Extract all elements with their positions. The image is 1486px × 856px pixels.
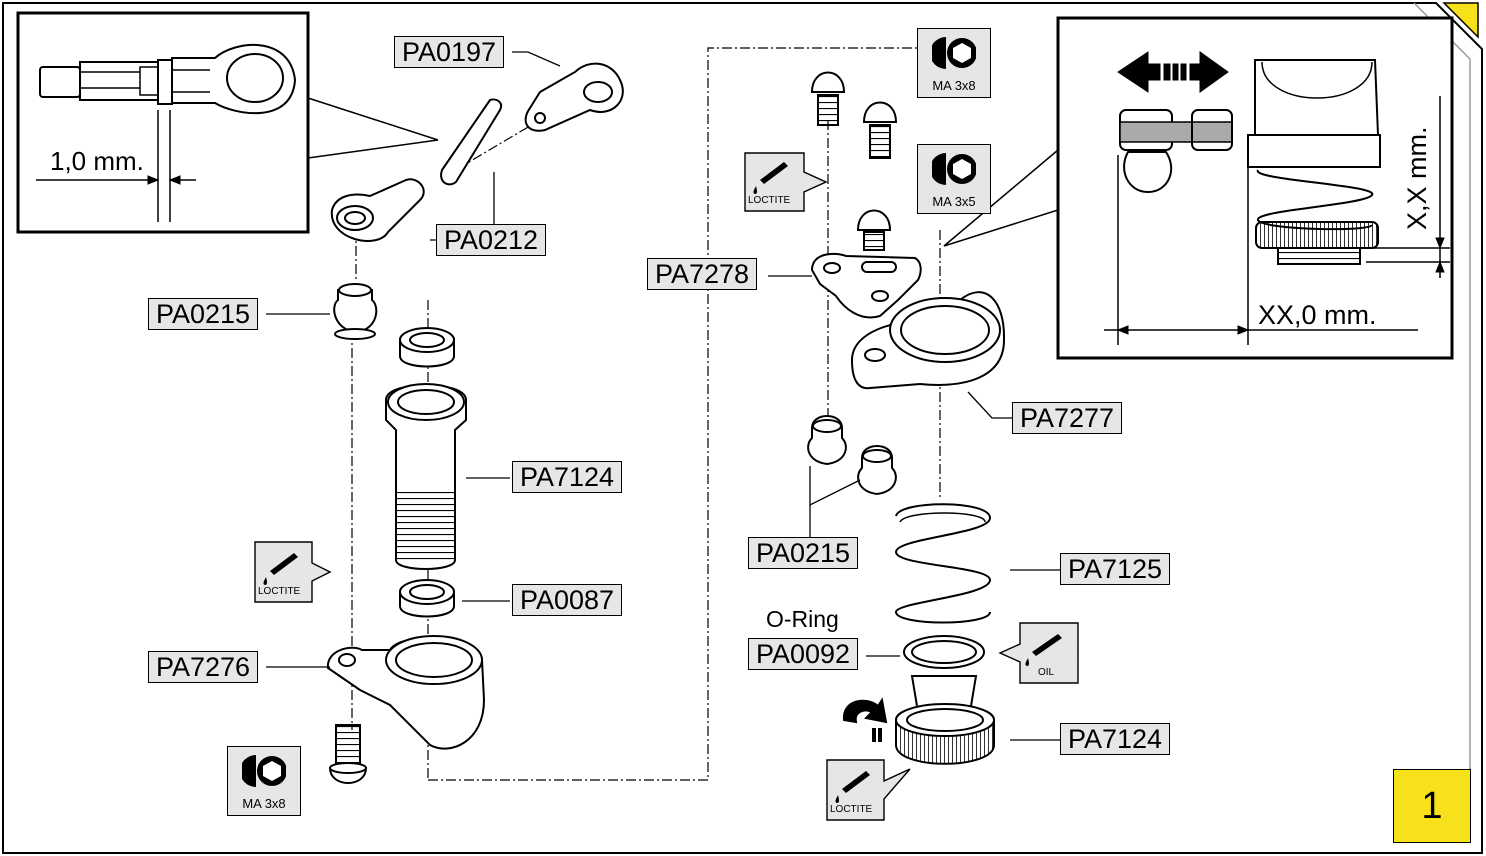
dimension-left-text: 1,0 mm. bbox=[50, 146, 144, 176]
hex-key-icon bbox=[242, 755, 286, 787]
part-label-pa7278: PA7278 bbox=[647, 258, 758, 290]
part-label-pa7125: PA7125 bbox=[1060, 553, 1171, 585]
glue-tube-icon bbox=[744, 152, 828, 212]
part-label-pa0092: PA0092 bbox=[748, 638, 859, 670]
loctite-tag-mid: LOCTITE bbox=[744, 152, 828, 212]
glue-tube-icon bbox=[826, 759, 911, 821]
screw-size-text: MA 3x8 bbox=[932, 78, 976, 93]
right-parts bbox=[807, 71, 1006, 765]
loctite-text: LOCTITE bbox=[830, 804, 873, 815]
dimension-horizontal-text: XX,0 mm. bbox=[1258, 300, 1377, 330]
hex-key-icon bbox=[932, 37, 976, 69]
screw-badge-bottom: MA 3x8 bbox=[227, 746, 301, 816]
screw-size-text: MA 3x8 bbox=[242, 796, 286, 811]
part-label-pa0212: PA0212 bbox=[436, 224, 547, 256]
screw-size-text: MA 3x5 bbox=[932, 194, 976, 209]
oil-tag: OIL bbox=[998, 622, 1080, 684]
step-number-badge: 1 bbox=[1393, 769, 1471, 843]
oring-text: O-Ring bbox=[766, 606, 839, 632]
oil-can-icon bbox=[998, 622, 1079, 684]
part-label-pa7276: PA7276 bbox=[148, 651, 259, 683]
part-label-pa0215-right: PA0215 bbox=[748, 537, 859, 569]
right-detail-box bbox=[943, 16, 1454, 360]
part-label-pa0087: PA0087 bbox=[512, 584, 623, 616]
loctite-text: LOCTITE bbox=[748, 195, 791, 206]
hex-key-icon bbox=[932, 153, 976, 185]
glue-tube-icon bbox=[254, 541, 332, 603]
part-label-pa7124-collar: PA7124 bbox=[1060, 723, 1171, 755]
screw-badge-top-b: MA 3x5 bbox=[917, 144, 991, 214]
part-label-pa7124-body: PA7124 bbox=[512, 461, 623, 493]
oil-text: OIL bbox=[1038, 667, 1055, 678]
screw-badge-top-a: MA 3x8 bbox=[917, 28, 991, 98]
part-label-pa0197: PA0197 bbox=[394, 36, 505, 68]
loctite-tag-left: LOCTITE bbox=[254, 541, 334, 603]
part-label-pa7277: PA7277 bbox=[1012, 402, 1123, 434]
dimension-vertical-text: X,X mm. bbox=[1402, 126, 1432, 230]
left-parts bbox=[326, 62, 624, 784]
corner-flag bbox=[1442, 2, 1479, 39]
loctite-tag-bottom: LOCTITE bbox=[826, 759, 912, 821]
loctite-text: LOCTITE bbox=[258, 586, 301, 597]
part-label-pa0215-left: PA0215 bbox=[148, 298, 259, 330]
left-detail-box bbox=[16, 11, 439, 234]
